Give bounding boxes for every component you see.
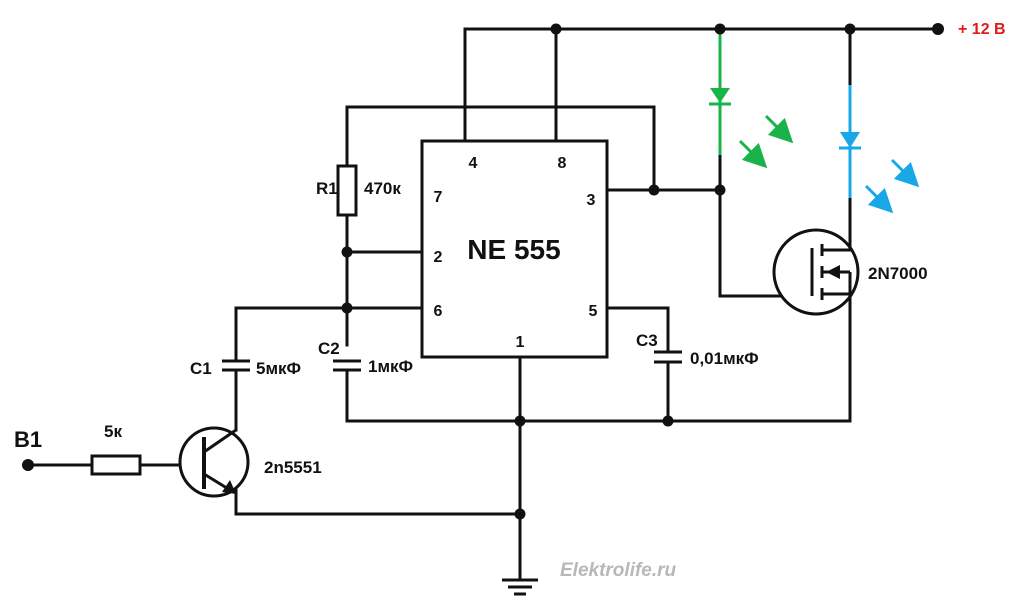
resistor-r1: R1 470к <box>316 164 401 217</box>
supply-label: + 12 В <box>958 21 1006 38</box>
r1-ref: R1 <box>316 179 338 198</box>
bjt-label: 2n5551 <box>264 458 322 477</box>
c1-value: 5мкФ <box>256 359 301 378</box>
c1-ref: C1 <box>190 359 212 378</box>
transistor-mosfet: 2N7000 <box>772 228 928 316</box>
input-label: B1 <box>14 427 42 452</box>
c2-ref: C2 <box>318 339 340 358</box>
transistor-npn: 2n5551 <box>178 426 322 498</box>
resistor-base: 5к <box>90 422 142 476</box>
capacitor-c3: C3 0,01мкФ <box>636 331 759 368</box>
pin-4-label: 4 <box>469 155 478 172</box>
pin-2-label: 2 <box>434 249 443 266</box>
led-blue <box>839 29 920 245</box>
r-base-value: 5к <box>104 422 122 441</box>
pin-6-label: 6 <box>434 303 443 320</box>
mosfet-label: 2N7000 <box>868 264 928 283</box>
c3-value: 0,01мкФ <box>690 349 759 368</box>
pin-5-label: 5 <box>589 303 598 320</box>
led-green <box>709 29 794 190</box>
ic-name: NE 555 <box>467 234 560 265</box>
r1-value: 470к <box>364 179 401 198</box>
pin-8-label: 8 <box>558 155 567 172</box>
pin-7-label: 7 <box>434 189 443 206</box>
c3-ref: C3 <box>636 331 658 350</box>
capacitor-c2: C2 1мкФ <box>318 339 413 376</box>
ne555-ic: NE 555 4 8 7 3 2 6 5 1 <box>420 139 609 359</box>
pin-3-label: 3 <box>587 192 596 209</box>
watermark: Elektrolife.ru <box>560 560 677 581</box>
ground-symbol <box>502 578 538 596</box>
wires <box>26 27 940 580</box>
pin-1-label: 1 <box>516 334 525 351</box>
c2-value: 1мкФ <box>368 357 413 376</box>
junctions <box>22 23 944 520</box>
capacitor-c1: C1 5мкФ <box>190 359 301 378</box>
